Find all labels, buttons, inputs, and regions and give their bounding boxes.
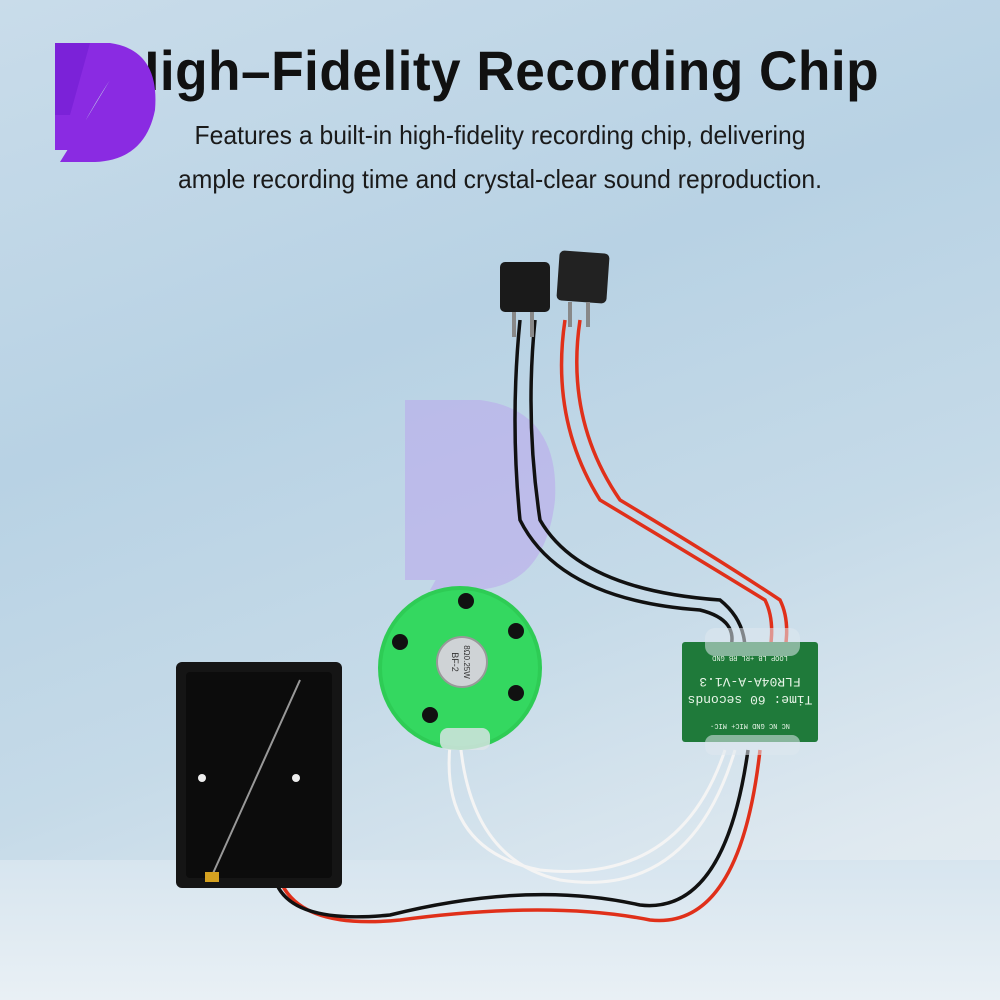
brand-logo-icon bbox=[55, 43, 156, 162]
white-wire-2 bbox=[447, 744, 727, 873]
white-wire-1 bbox=[458, 739, 737, 884]
page-title: High–Fidelity Recording Chip bbox=[120, 39, 880, 102]
push-button-1 bbox=[500, 262, 550, 337]
svg-text:BF-2: BF-2 bbox=[450, 652, 460, 672]
red-wire-1 bbox=[559, 319, 774, 651]
black-wire-2 bbox=[529, 319, 747, 651]
recording-board: Time: 60 seconds FLR04A-A-V1.3 LOOP LB +… bbox=[682, 628, 818, 755]
svg-text:FLR04A-A-V1.3: FLR04A-A-V1.3 bbox=[699, 674, 800, 689]
wires bbox=[273, 319, 789, 924]
black-wire-1 bbox=[513, 319, 734, 651]
push-button-2 bbox=[556, 250, 610, 327]
red-wire-3 bbox=[278, 749, 762, 924]
svg-text:LOOP LB +RL RB GND: LOOP LB +RL RB GND bbox=[712, 653, 788, 661]
svg-text:Time: 60 seconds: Time: 60 seconds bbox=[688, 692, 813, 707]
svg-text:8Ω0.25W: 8Ω0.25W bbox=[462, 645, 471, 679]
subtitle-line-1: Features a built-in high-fidelity record… bbox=[194, 120, 806, 150]
subtitle-line-2: ample recording time and crystal-clear s… bbox=[178, 164, 822, 194]
board-pins-bottom: NC NC GND MIC+ MIC- bbox=[710, 721, 790, 729]
background-floor bbox=[0, 860, 1000, 1000]
red-wire-2 bbox=[575, 319, 789, 651]
bottom-glue bbox=[705, 735, 800, 755]
speaker: 8Ω0.25W BF-2 bbox=[378, 586, 542, 750]
black-wire-3 bbox=[273, 749, 750, 919]
battery-box bbox=[176, 662, 342, 888]
watermark-logo-icon bbox=[405, 400, 556, 590]
